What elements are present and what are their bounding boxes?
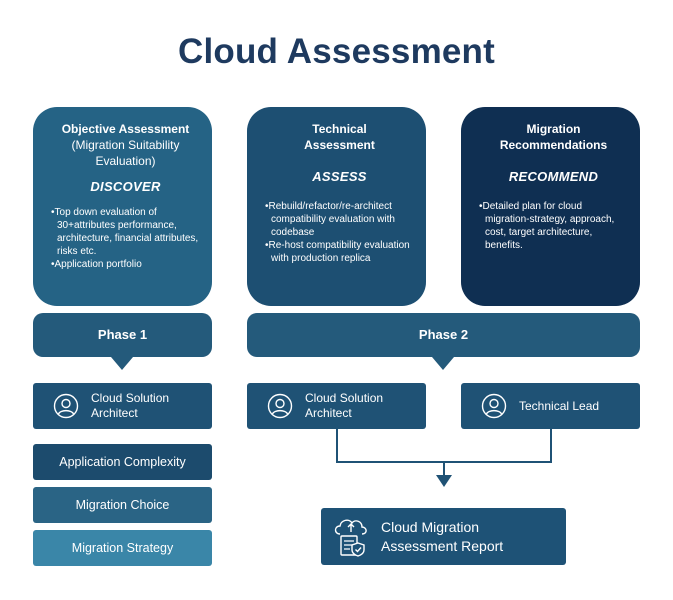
assessment-report-box: Cloud Migration Assessment Report (321, 508, 566, 565)
bullet: Re-host compatibility evaluation with pr… (265, 239, 414, 265)
card-title: Technical Assessment (304, 122, 375, 152)
phase-1-pointer (111, 357, 133, 370)
card-heading: Objective Assessment (Migration Suitabil… (51, 121, 200, 169)
role-label: Technical Lead (519, 398, 600, 413)
objective-assessment-card: Objective Assessment (Migration Suitabil… (33, 107, 212, 306)
person-icon (53, 393, 79, 419)
bullet: Rebuild/refactor/re-architect compatibil… (265, 200, 414, 239)
phase-2-pointer (432, 357, 454, 370)
card-bullets: Top down evaluation of 30+attributes per… (51, 206, 200, 271)
card-verb: RECOMMEND (508, 169, 599, 184)
person-icon (267, 393, 293, 419)
card-bullets: Detailed plan for cloud migration-strate… (479, 200, 628, 252)
card-subtitle: (Migration Suitability Evaluation) (71, 138, 180, 168)
role-cloud-solution-architect-1: Cloud Solution Architect (33, 383, 212, 429)
role-technical-lead: Technical Lead (461, 383, 640, 429)
card-bullets: Rebuild/refactor/re-architect compatibil… (265, 200, 414, 265)
report-label: Cloud Migration Assessment Report (381, 518, 504, 554)
bullet: Detailed plan for cloud migration-strate… (479, 200, 628, 252)
technical-assessment-card: Technical Assessment ASSESS Rebuild/refa… (247, 107, 426, 306)
page-title: Cloud Assessment (178, 32, 495, 71)
application-complexity-bar: Application Complexity (33, 444, 212, 480)
phase-1-banner: Phase 1 (33, 313, 212, 357)
bullet: Application portfolio (51, 258, 200, 271)
cloud-report-icon (331, 516, 371, 558)
role-cloud-solution-architect-2: Cloud Solution Architect (247, 383, 426, 429)
card-verb: DISCOVER (90, 179, 161, 194)
role-label: Cloud Solution Architect (305, 391, 384, 420)
card-heading: Technical Assessment (265, 121, 414, 153)
migration-choice-bar: Migration Choice (33, 487, 212, 523)
bullet: Top down evaluation of 30+attributes per… (51, 206, 200, 258)
card-heading: Migration Recommendations (479, 121, 628, 153)
card-title: Objective Assessment (61, 122, 190, 136)
card-title: Migration Recommendations (499, 122, 608, 152)
migration-strategy-bar: Migration Strategy (33, 530, 212, 566)
phase-2-banner: Phase 2 (247, 313, 640, 357)
card-verb: ASSESS (312, 169, 367, 184)
migration-recommendations-card: Migration Recommendations RECOMMEND Deta… (461, 107, 640, 306)
role-label: Cloud Solution Architect (91, 391, 170, 420)
person-icon (481, 393, 507, 419)
